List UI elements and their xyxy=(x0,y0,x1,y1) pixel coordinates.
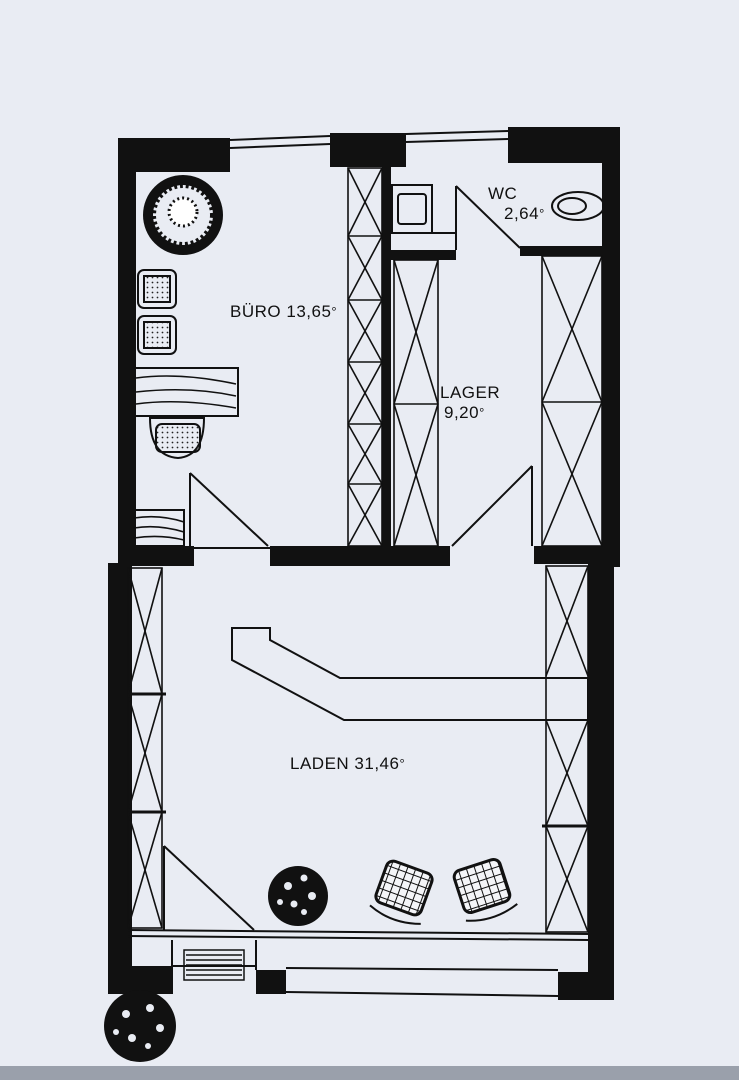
windows-top xyxy=(229,130,509,149)
room-area: 31,46 xyxy=(354,754,400,773)
desk xyxy=(131,367,239,547)
door-lines xyxy=(163,185,533,931)
interior-walls xyxy=(132,165,604,566)
room-name: LADEN xyxy=(290,754,350,773)
armchair-icon-2 xyxy=(452,857,518,922)
plant-icon-outside xyxy=(104,990,176,1062)
plant-icon-shop xyxy=(268,866,328,926)
armchair-icon-1 xyxy=(369,859,434,925)
office-chairs xyxy=(137,269,206,460)
shelving xyxy=(127,167,603,933)
room-name: BÜRO xyxy=(230,302,282,321)
room-label-buero: BÜRO 13,65° xyxy=(230,302,337,322)
area-unit: ° xyxy=(539,206,545,221)
sales-counter xyxy=(231,627,589,721)
area-unit: ° xyxy=(399,756,406,771)
page-edge-shadow xyxy=(0,1066,739,1080)
room-name: LAGER xyxy=(440,383,501,402)
heater-icon xyxy=(183,949,245,981)
room-area: 2,64 xyxy=(504,204,540,223)
wc-fixtures xyxy=(391,184,605,234)
shop-window xyxy=(125,929,589,997)
room-area: 13,65 xyxy=(286,302,332,321)
room-area: 9,20 xyxy=(444,403,480,422)
area-unit: ° xyxy=(331,304,338,319)
room-label-lager: LAGER 9,20° xyxy=(440,383,500,423)
plant-icon-office xyxy=(143,175,223,255)
room-name: WC xyxy=(488,184,518,203)
room-label-wc: WC 2,64° xyxy=(488,184,545,224)
area-unit: ° xyxy=(479,405,485,420)
room-label-laden: LADEN 31,46° xyxy=(290,754,405,774)
